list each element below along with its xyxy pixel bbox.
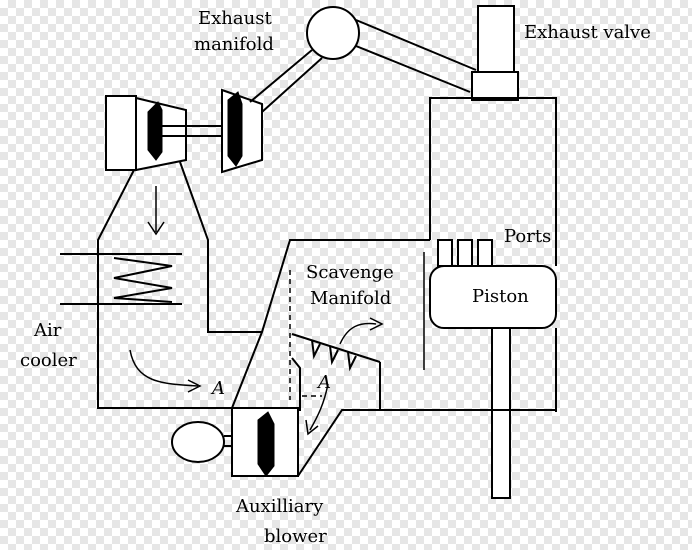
label-auxiliary-blower-line2: blower [264,526,327,547]
scavenge-floor [297,409,556,477]
connecting-rod [491,325,511,499]
port-2 [457,239,473,267]
blower-outlet-wall [264,357,301,411]
turbocharger [105,88,263,174]
cylinder [423,5,557,499]
flow-arrow-to-blower-head [305,419,319,436]
label-flow-point-a-right: A [316,372,331,393]
exhaust-pipe-to-valve-top [355,19,477,71]
cooler-coil [113,257,173,303]
piston-body [429,265,557,329]
non-return-flap-1 [311,339,321,360]
non-return-flap-3 [347,351,357,372]
compressor-impeller [147,101,163,161]
blower-impeller [257,411,275,477]
cylinder-wall-upper [429,97,557,266]
label-exhaust-manifold-line1: Exhaust [198,8,272,29]
compressor-inlet-block [105,95,137,171]
flow-arrow-scavenge-up-head [369,317,384,331]
label-ports: Ports [504,226,551,247]
exhaust-valve-body [471,71,519,101]
label-flow-point-a-left: A [210,378,225,399]
flow-arrow-to-a-left [129,349,199,387]
turbine-rotor [227,91,243,167]
flow-arrow-scavenge-up [339,322,377,345]
label-scavenge-manifold-line1: Scavenge [306,262,394,283]
exhaust-valve-stem [477,5,515,73]
exhaust-manifold [249,6,477,113]
exhaust-pipe-to-turbine-bottom [261,57,323,113]
cooler-duct-left-wall [97,169,232,409]
label-air-cooler-line2: cooler [20,350,77,371]
non-return-flap-2 [329,345,339,366]
scavenge-manifold-top-wall [231,239,430,409]
air-cooler [60,161,262,409]
label-auxiliary-blower-line1: Auxilliary [235,496,324,517]
label-scavenge-manifold-line2: Manifold [310,288,391,309]
auxiliary-blower [171,407,299,477]
non-return-valve-plate [291,333,381,363]
label-exhaust-manifold-line2: manifold [194,34,274,55]
exhaust-pipe-to-valve-bottom [355,45,471,93]
label-exhaust-valve: Exhaust valve [524,22,651,43]
cooler-duct-right-wall [179,161,262,333]
port-1 [437,239,453,267]
exhaust-manifold-chamber [306,6,360,60]
flow-arrow-down-head [147,221,165,236]
blower-motor [171,421,225,463]
port-3 [477,239,493,267]
exhaust-pipe-to-turbine-top [249,49,313,103]
scavenge-manifold [231,239,556,477]
labels: Exhaust manifold Exhaust valve Ports Sca… [20,8,651,547]
label-air-cooler-line1: Air [33,320,62,341]
flow-arrow-to-blower [309,383,329,431]
flow-arrow-to-a-left-head [187,379,202,393]
label-piston: Piston [472,286,529,307]
